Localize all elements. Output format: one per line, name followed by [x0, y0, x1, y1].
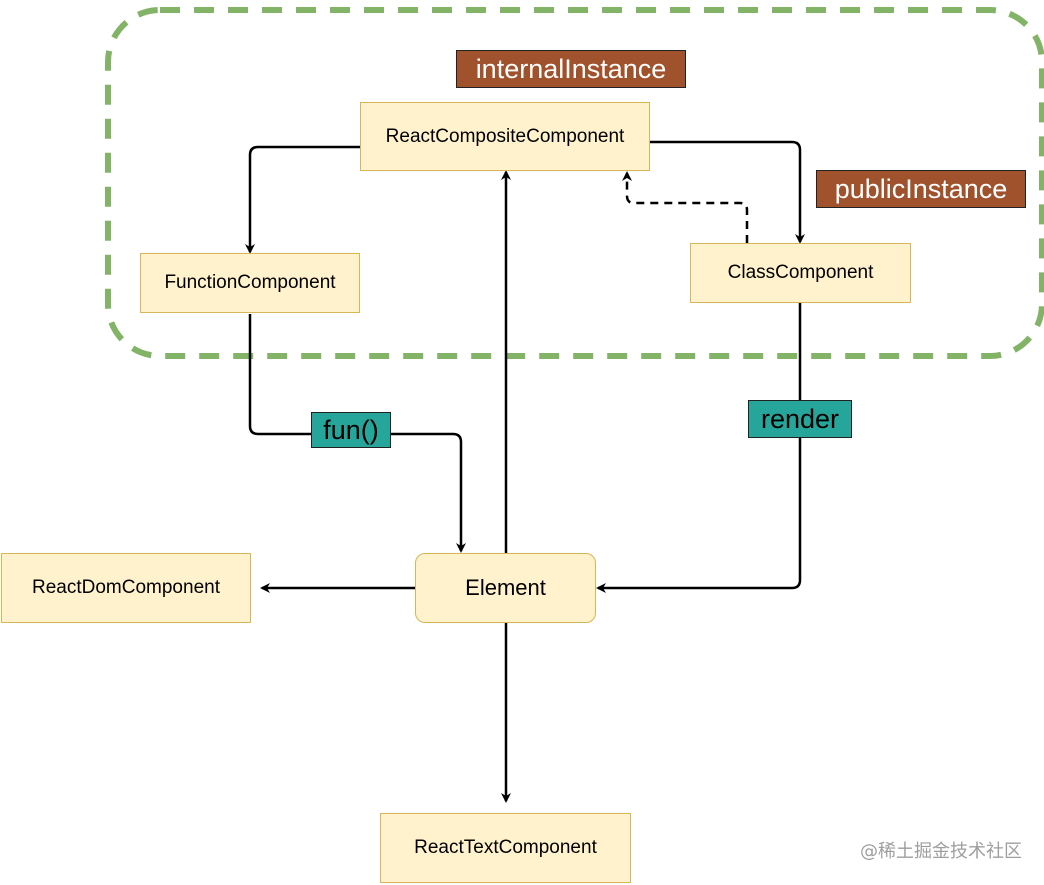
- label-internal-instance: internalInstance: [456, 50, 686, 88]
- node-element[interactable]: Element: [415, 553, 596, 623]
- edge-class-to-composite-dashed: [622, 171, 749, 243]
- edge-class-to-element: [596, 303, 802, 593]
- edge-composite-to-function: [245, 145, 360, 254]
- node-function-component[interactable]: FunctionComponent: [140, 253, 360, 313]
- watermark-text: @稀土掘金技术社区: [860, 841, 1022, 862]
- edge-composite-to-class: [650, 140, 805, 244]
- instance-group-boundary: [105, 7, 1044, 359]
- node-react-dom-component[interactable]: ReactDomComponent: [1, 553, 251, 623]
- node-class-component[interactable]: ClassComponent: [690, 243, 911, 303]
- node-react-composite-component[interactable]: ReactCompositeComponent: [360, 102, 650, 171]
- node-react-text-component[interactable]: ReactTextComponent: [380, 813, 631, 883]
- label-fun-call: fun(): [311, 412, 391, 448]
- label-public-instance: publicInstance: [816, 170, 1026, 208]
- label-render: render: [748, 400, 852, 438]
